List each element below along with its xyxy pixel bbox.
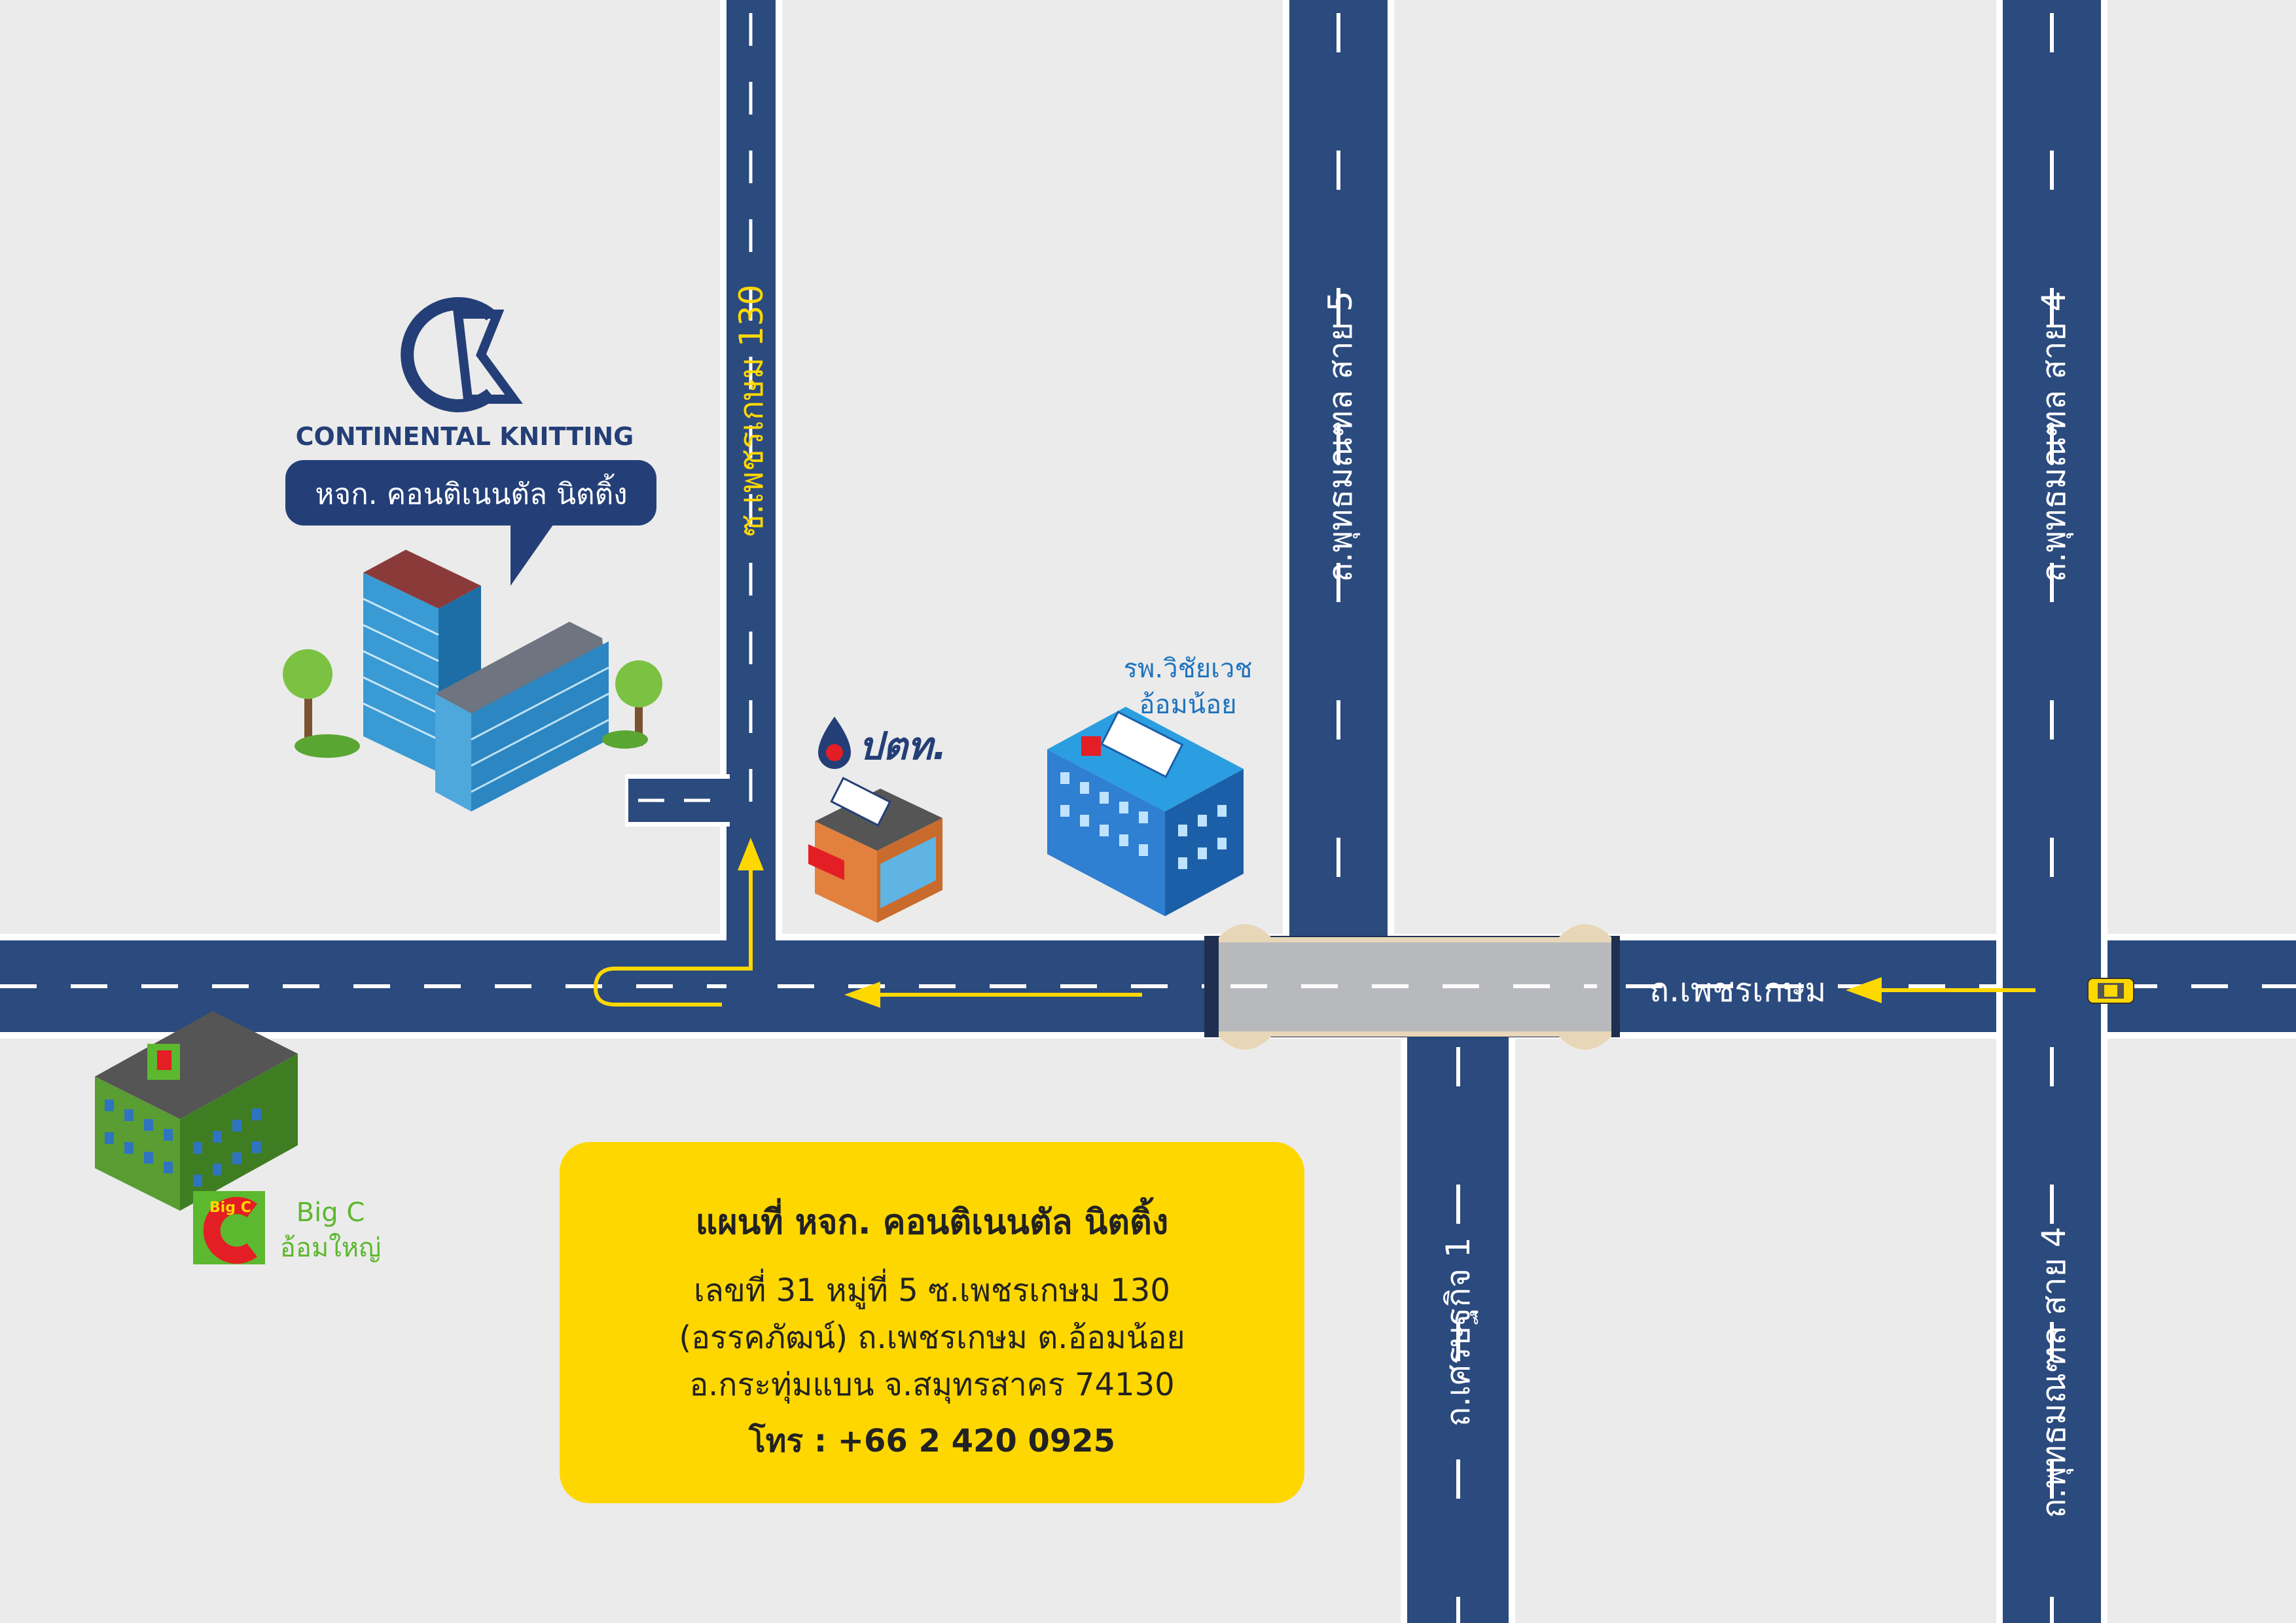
bridge (1204, 924, 1620, 1050)
label-phutthamonthon-5: ถ.พุทธมณฑล สาย 5 (1321, 291, 1360, 582)
hospital-label-line1: รพ.วิชัยเวช (1124, 654, 1253, 684)
company-label: หจก. คอนติเนนตัล นิตติ้ง (315, 473, 627, 511)
route-path (593, 870, 2036, 1007)
tree-icon (283, 649, 360, 758)
arrow-head-2 (844, 982, 880, 1008)
address-card: แผนที่ หจก. คอนติเนนตัล นิตติ้ง เลขที่ 3… (560, 1142, 1304, 1503)
tree-icon (602, 660, 662, 749)
address-line-1: เลขที่ 31 หมู่ที่ 5 ซ.เพชรเกษม 130 (694, 1272, 1170, 1309)
bigc-building-icon (95, 1011, 298, 1211)
label-setthakit-1: ถ.เศรษฐกิจ 1 (1439, 1237, 1478, 1427)
arrow-head-1 (1846, 977, 1882, 1003)
taxi-icon (2087, 978, 2134, 1004)
card-title: แผนที่ หจก. คอนติเนนตัล นิตติ้ง (695, 1203, 1169, 1242)
label-phetkasem: ถ.เพชรเกษม (1649, 971, 1826, 1009)
label-soi-130: ซ.เพชรเกษม 130 (732, 285, 770, 537)
company-building-icon (363, 550, 609, 812)
arrow-head-3 (738, 838, 764, 870)
hospital-building-icon (1047, 707, 1244, 916)
continental-logo-icon (401, 297, 523, 412)
company-brand-name: CONTINENTAL KNITTING (296, 422, 634, 451)
ptt-building-icon (808, 777, 942, 923)
svg-text:Big C: Big C (209, 1200, 251, 1216)
address-line-2: (อรรคภัฒน์) ถ.เพชรเกษม ต.อ้อมน้อย (679, 1319, 1185, 1356)
bigc-logo-icon: Big C (193, 1191, 265, 1264)
company-speech-bubble (285, 460, 656, 586)
hospital-label-line2: อ้อมน้อย (1139, 690, 1236, 720)
label-phutthamonthon-4-top: ถ.พุทธมณฑล สาย 4 (2035, 291, 2073, 582)
bigc-label-line1: Big C (296, 1198, 365, 1228)
ptt-drop-icon (818, 717, 851, 769)
phone-number[interactable]: โทร : +66 2 420 0925 (748, 1423, 1116, 1459)
bigc-label-line2: อ้อมใหญ่ (280, 1232, 381, 1263)
label-phutthamonthon-4-bottom: ถ.พุทธมณฑล สาย 4 (2035, 1226, 2073, 1518)
ptt-label: ปตท. (859, 724, 947, 768)
address-line-3: อ.กระทุ่มแบน จ.สมุทรสาคร 74130 (689, 1366, 1175, 1403)
